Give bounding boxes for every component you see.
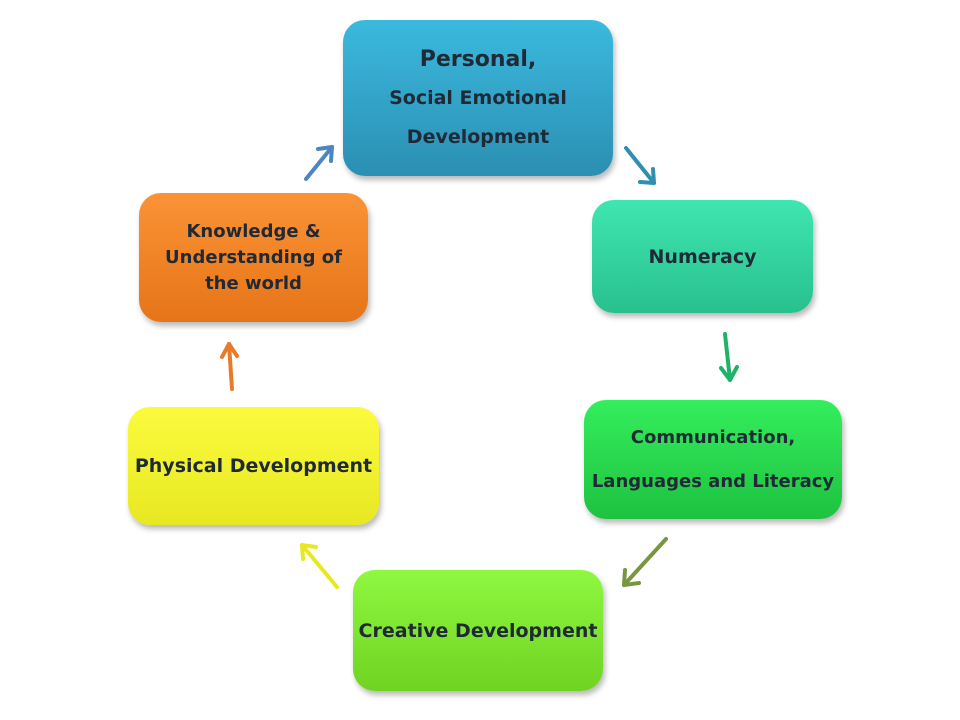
node-numeracy-label: Numeracy [648, 245, 757, 268]
arrow-creative-to-physical [300, 543, 339, 589]
arrow-numeracy-to-communication-head [719, 365, 739, 382]
node-communication-line2: Languages and Literacy [591, 470, 835, 492]
node-physical-development: Physical Development [128, 407, 379, 525]
arrow-numeracy-to-communication-line [723, 332, 732, 382]
node-creative-development: Creative Development [353, 570, 603, 691]
node-creative-label: Creative Development [358, 619, 598, 642]
arrow-personal-to-numeracy-line [624, 146, 656, 185]
node-communication-languages-literacy: Communication, Languages and Literacy [584, 400, 842, 519]
arrow-knowledge-to-personal [304, 145, 334, 181]
arrow-communication-to-creative [622, 537, 668, 587]
arrow-creative-to-physical-line [300, 543, 339, 589]
arrow-personal-to-numeracy-head [638, 167, 656, 185]
node-physical-label: Physical Development [134, 455, 373, 477]
node-communication-line1: Communication, [630, 426, 796, 448]
node-personal-line3: Development [406, 125, 550, 148]
node-personal-line1: Personal, [419, 46, 537, 72]
node-personal-line2: Social Emotional [389, 86, 567, 109]
node-knowledge-label: Knowledge & Understanding of the world [165, 220, 342, 294]
arrow-knowledge-to-personal-head [316, 145, 334, 163]
arrow-numeracy-to-communication [719, 332, 739, 382]
arrow-communication-to-creative-line [622, 537, 668, 587]
arrow-knowledge-to-personal-line [304, 145, 334, 181]
arrow-personal-to-numeracy [624, 146, 656, 185]
arrow-physical-to-knowledge [220, 342, 239, 391]
node-knowledge-understanding-world: Knowledge & Understanding of the world [139, 193, 368, 322]
node-personal-social-emotional-development: Personal, Social Emotional Development [343, 20, 613, 176]
arrow-communication-to-creative-head [622, 568, 641, 587]
node-numeracy: Numeracy [592, 200, 813, 313]
arrow-creative-to-physical-head [300, 543, 318, 561]
arrow-physical-to-knowledge-line [227, 342, 234, 391]
arrow-physical-to-knowledge-head [220, 342, 239, 359]
